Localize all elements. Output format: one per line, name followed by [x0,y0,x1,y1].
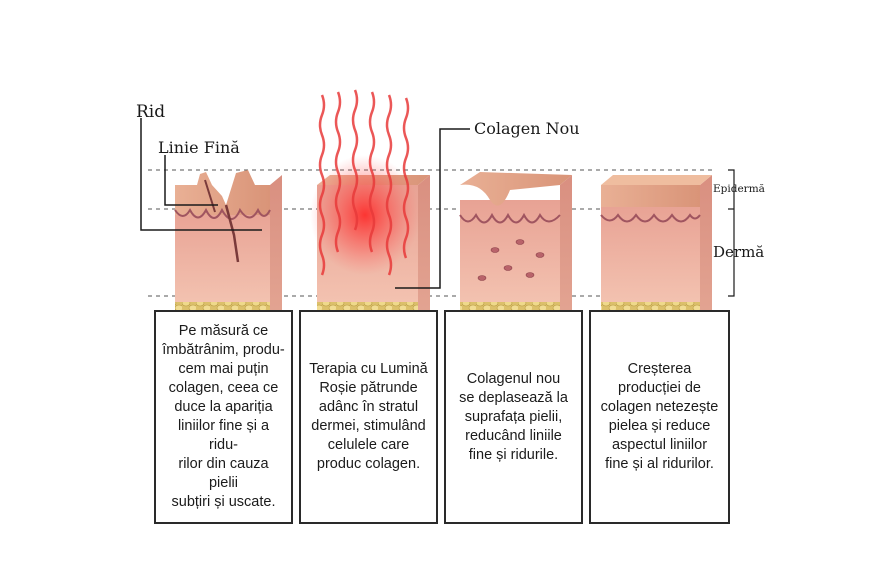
leader-lines [140,118,470,289]
caption-box-red-light: Terapia cu Lumină Roșie pătrunde adânc î… [299,310,438,524]
label-colagen-nou: Colagen Nou [474,119,580,138]
caption-text: Terapia cu Lumină Roșie pătrunde adânc î… [309,361,428,472]
label-rid: Rid [136,102,166,122]
caption-box-result: Creșterea producției de colagen netezeșt… [589,310,730,524]
caption-text: Creșterea producției de colagen netezeșt… [600,361,719,472]
caption-text: Colagenul nou se deplasează la suprafața… [459,370,568,463]
label-linie-fina: Linie Fină [158,138,240,157]
label-derma: Dermă [713,243,765,261]
caption-box-aging: Pe măsură ce îmbătrânim, produ- cem mai … [154,310,293,524]
caption-text: Pe măsură ce îmbătrânim, produ- cem mai … [162,323,285,510]
red-light-rays [318,89,410,276]
label-epiderma: Epidermă [713,183,765,195]
layer-bracket [728,169,735,297]
caption-box-new-collagen: Colagenul nou se deplasează la suprafața… [444,310,583,524]
